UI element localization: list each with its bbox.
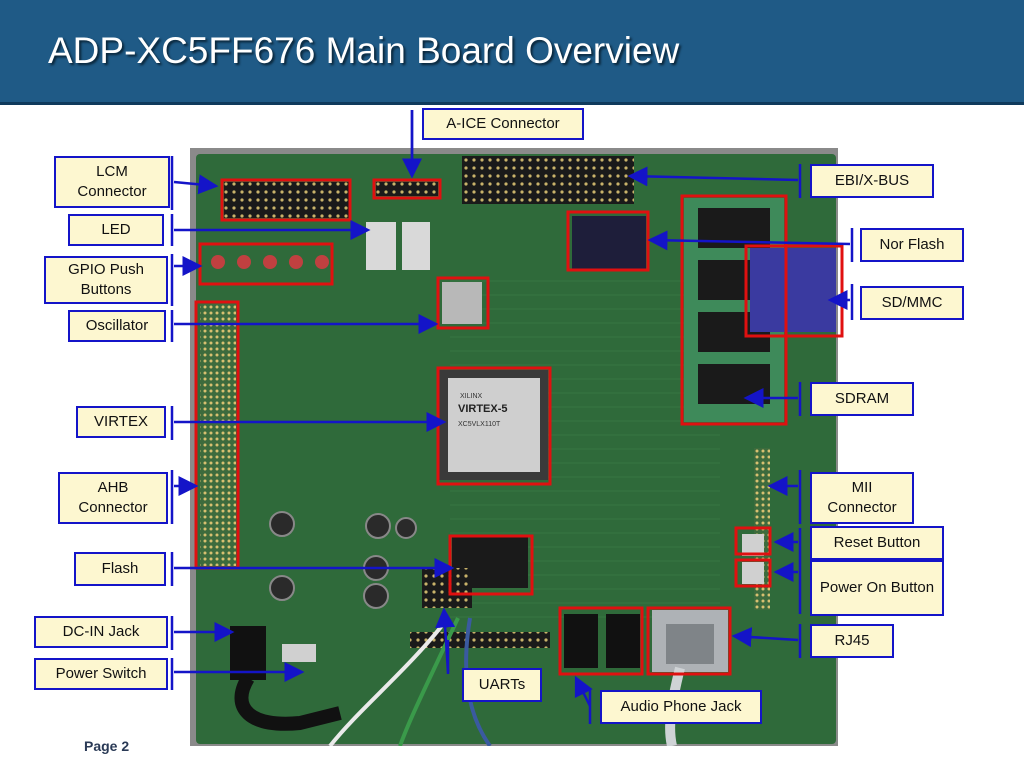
chip-vendor: XILINX xyxy=(460,393,483,400)
page-number: Page 2 xyxy=(84,738,130,754)
ebi-header xyxy=(462,156,634,204)
dc-jack xyxy=(230,626,266,680)
label-power-on-button: Power On Button xyxy=(810,560,944,616)
chip-part: XC5VLX110T xyxy=(458,421,501,428)
label-rj45: RJ45 xyxy=(810,624,894,658)
label-ahb-connector: AHB Connector xyxy=(58,472,168,524)
mii-pins xyxy=(754,448,770,610)
audio-jack-1 xyxy=(564,614,598,668)
slide-header: ADP-XC5FF676 Main Board Overview xyxy=(0,0,1024,105)
slide-title: ADP-XC5FF676 Main Board Overview xyxy=(48,30,680,71)
label-sdram: SDRAM xyxy=(810,382,914,416)
audio-jack-2 xyxy=(606,614,640,668)
label-mii-connector: MII Connector xyxy=(810,472,914,524)
power-switch-part xyxy=(282,644,316,662)
nor-flash-chip xyxy=(572,216,646,270)
label-uarts: UARTs xyxy=(462,668,542,702)
label-reset-button: Reset Button xyxy=(810,526,944,560)
label-ebi-xbus: EBI/X-BUS xyxy=(810,164,934,198)
label-flash: Flash xyxy=(74,552,166,586)
sd-card xyxy=(750,248,836,332)
label-a-ice-connector: A-ICE Connector xyxy=(422,108,584,140)
label-dc-in-jack: DC-IN Jack xyxy=(34,616,168,648)
capacitors xyxy=(269,511,417,609)
label-lcm-connector: LCM Connector xyxy=(54,156,170,208)
board-photo: XILINX VIRTEX-5 XC5VLX110T xyxy=(190,148,838,746)
label-power-switch: Power Switch xyxy=(34,658,168,690)
label-nor-flash: Nor Flash xyxy=(860,228,964,262)
chip-family: VIRTEX-5 xyxy=(458,403,508,415)
lcm-header xyxy=(224,182,350,218)
label-virtex: VIRTEX xyxy=(76,406,166,438)
a-ice-header xyxy=(376,182,438,196)
oscillator-part xyxy=(442,282,482,324)
label-gpio-push-buttons: GPIO Push Buttons xyxy=(44,256,168,304)
label-oscillator: Oscillator xyxy=(68,310,166,342)
ahb-pins xyxy=(200,304,236,566)
label-audio-phone-jack: Audio Phone Jack xyxy=(600,690,762,724)
label-sd-mmc: SD/MMC xyxy=(860,286,964,320)
label-led: LED xyxy=(68,214,164,246)
